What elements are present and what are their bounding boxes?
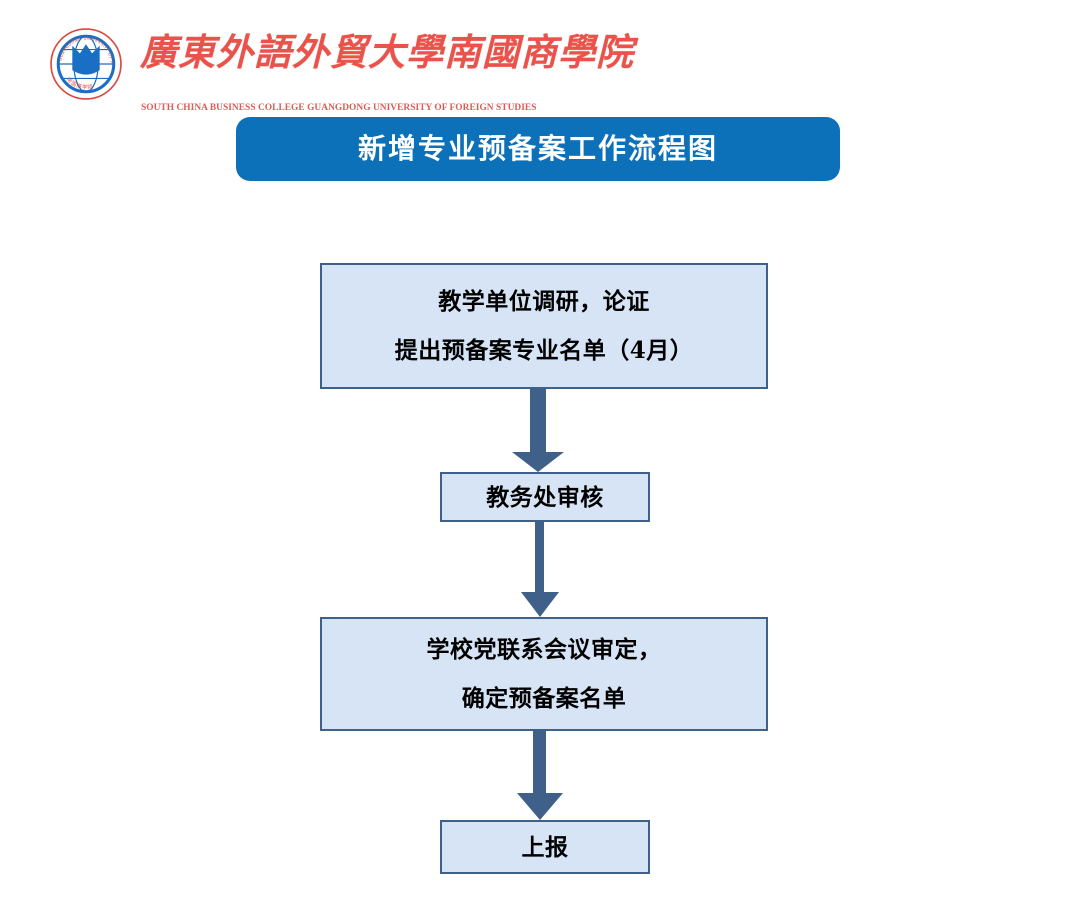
flow-box-party-joint-meeting-approval[interactable]: 学校党联系会议审定， 确定预备案名单 — [320, 617, 768, 731]
page-title: 新增专业预备案工作流程图 — [357, 132, 718, 165]
university-globe-emblem-icon: GUANGDONG UNIVERSITY OF FOREIGN STUDIES … — [48, 26, 122, 100]
arrow-academic-to-meeting — [521, 522, 559, 617]
flow-box-line: 上报 — [521, 833, 569, 861]
flow-box-line: 提出预备案专业名单（4月） — [394, 337, 694, 364]
arrow-meeting-to-report — [517, 731, 563, 820]
flow-box-line: 教学单位调研，论证 — [438, 288, 650, 315]
flow-box-academic-affairs-review[interactable]: 教务处审核 — [440, 472, 650, 522]
flow-box-teaching-unit-research[interactable]: 教学单位调研，论证 提出预备案专业名单（4月） — [320, 263, 768, 389]
flow-box-line: 确定预备案名单 — [461, 685, 627, 712]
university-name-english: SOUTH CHINA BUSINESS COLLEGE GUANGDONG U… — [141, 103, 537, 113]
flow-box-line: 教务处审核 — [486, 483, 604, 511]
flow-box-report-submission[interactable]: 上报 — [440, 820, 650, 874]
arrow-teaching-to-academic — [512, 389, 564, 472]
flow-box-line: 学校党联系会议审定， — [426, 636, 662, 663]
page-title-banner: 新增专业预备案工作流程图 — [236, 117, 840, 181]
